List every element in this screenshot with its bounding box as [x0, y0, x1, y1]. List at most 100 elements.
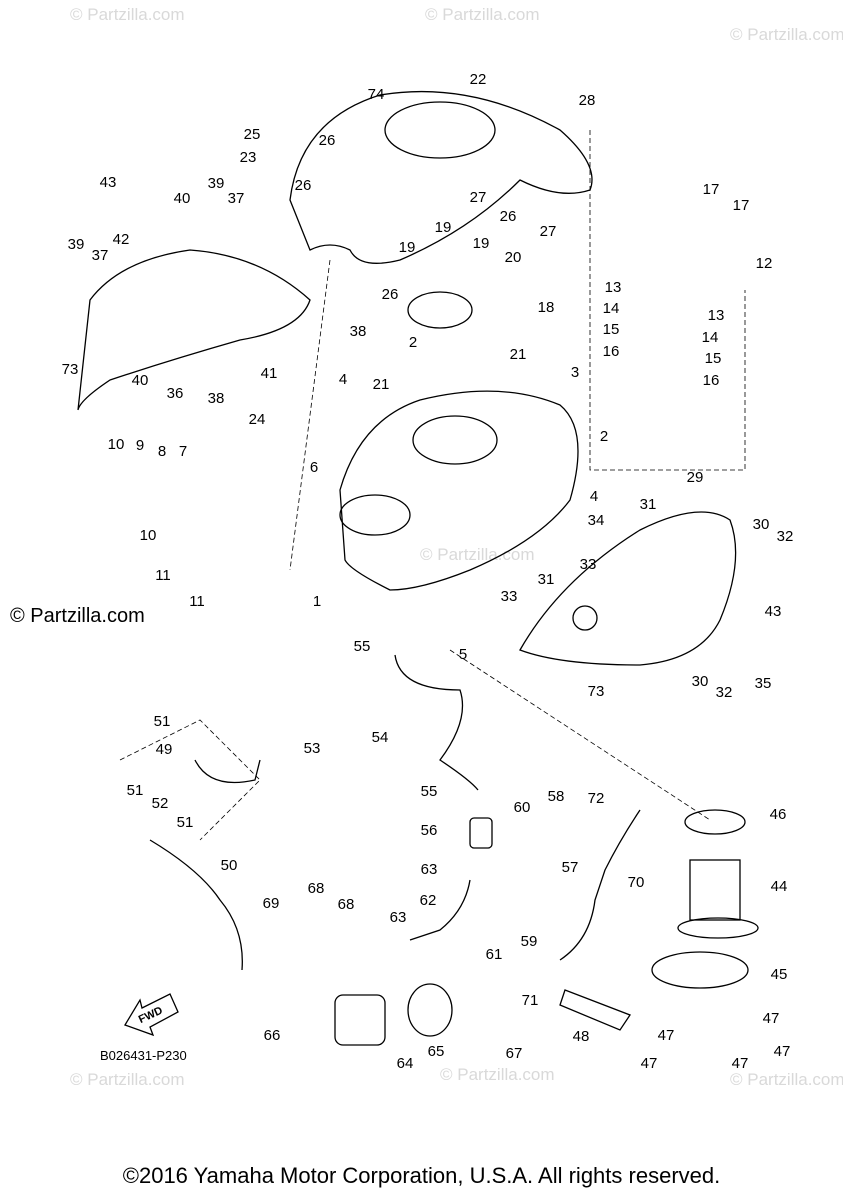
callout-51: 51: [127, 782, 144, 799]
callout-63: 63: [390, 909, 407, 926]
copyright-notice: ©2016 Yamaha Motor Corporation, U.S.A. A…: [122, 1163, 721, 1188]
callout-30: 30: [692, 673, 709, 690]
callout-29: 29: [687, 469, 704, 486]
callout-68: 68: [308, 880, 325, 897]
callout-14: 14: [603, 300, 620, 317]
callout-62: 62: [420, 892, 437, 909]
watermarks: © Partzilla.com © Partzilla.com © Partzill…: [10, 5, 843, 1089]
callout-35: 35: [755, 675, 772, 692]
callout-20: 20: [505, 249, 522, 266]
callout-72: 72: [588, 790, 605, 807]
callout-49: 49: [156, 741, 173, 758]
callout-13: 13: [708, 307, 725, 324]
callout-61: 61: [486, 946, 503, 963]
callout-56: 56: [421, 822, 438, 839]
callout-19: 19: [435, 219, 452, 236]
callout-40: 40: [132, 372, 149, 389]
callout-60: 60: [514, 799, 531, 816]
watermark: © Partzilla.com: [730, 25, 843, 44]
callout-66: 66: [264, 1027, 281, 1044]
part-drawings: [77, 90, 759, 1046]
callout-69: 69: [263, 895, 280, 912]
callout-27: 27: [540, 223, 557, 240]
callout-67: 67: [506, 1045, 523, 1062]
callout-58: 58: [548, 788, 565, 805]
callout-10: 10: [108, 436, 125, 453]
callout-12: 12: [756, 255, 773, 272]
callout-33: 33: [501, 588, 518, 605]
callout-6: 6: [310, 459, 318, 476]
callout-26: 26: [295, 177, 312, 194]
callout-55: 55: [354, 638, 371, 655]
callout-22: 22: [470, 71, 487, 88]
callout-39: 39: [208, 175, 225, 192]
callout-52: 52: [152, 795, 169, 812]
callout-25: 25: [244, 126, 261, 143]
callout-46: 46: [770, 806, 787, 823]
fwd-label: FWD: [137, 1005, 165, 1026]
callout-33: 33: [580, 556, 597, 573]
callout-17: 17: [703, 181, 720, 198]
callout-14: 14: [702, 329, 719, 346]
forward-arrow-icon: FWD: [124, 993, 179, 1037]
callout-31: 31: [538, 571, 555, 588]
callout-65: 65: [428, 1043, 445, 1060]
callout-51: 51: [177, 814, 194, 831]
callout-47: 47: [774, 1043, 791, 1060]
callout-23: 23: [240, 149, 257, 166]
callout-26: 26: [500, 208, 517, 225]
callout-47: 47: [732, 1055, 749, 1072]
callout-10: 10: [140, 527, 157, 544]
callout-38: 38: [208, 390, 225, 407]
callout-39: 39: [68, 236, 85, 253]
watermark: © Partzilla.com: [70, 5, 185, 24]
callout-37: 37: [228, 190, 245, 207]
callout-44: 44: [771, 878, 788, 895]
callout-45: 45: [771, 966, 788, 983]
callout-11: 11: [155, 567, 171, 584]
callout-59: 59: [521, 933, 538, 950]
callout-73: 73: [62, 361, 79, 378]
callout-4: 4: [590, 488, 598, 505]
callout-31: 31: [640, 496, 657, 513]
callout-57: 57: [562, 859, 579, 876]
callout-27: 27: [470, 189, 487, 206]
callout-11: 11: [189, 593, 205, 610]
callout-26: 26: [382, 286, 399, 303]
callout-47: 47: [763, 1010, 780, 1027]
watermark: © Partzilla.com: [440, 1065, 555, 1084]
callout-16: 16: [603, 343, 620, 360]
callout-48: 48: [573, 1028, 590, 1045]
callout-24: 24: [249, 411, 266, 428]
callout-43: 43: [765, 603, 782, 620]
callout-4: 4: [339, 371, 347, 388]
callout-34: 34: [588, 512, 605, 529]
callout-42: 42: [113, 231, 130, 248]
callout-5: 5: [459, 646, 467, 663]
callout-32: 32: [716, 684, 733, 701]
watermark: © Partzilla.com: [420, 545, 535, 564]
callout-18: 18: [538, 299, 555, 316]
callout-47: 47: [658, 1027, 675, 1044]
callout-64: 64: [397, 1055, 414, 1072]
callout-68: 68: [338, 896, 355, 913]
callout-2: 2: [600, 428, 608, 445]
callout-71: 71: [522, 992, 539, 1009]
callout-19: 19: [473, 235, 490, 252]
watermark: © Partzilla.com: [425, 5, 540, 24]
callout-50: 50: [221, 857, 238, 874]
callout-2: 2: [409, 334, 417, 351]
callout-38: 38: [350, 323, 367, 340]
callout-30: 30: [753, 516, 770, 533]
callout-37: 37: [92, 247, 109, 264]
callout-17: 17: [733, 197, 750, 214]
callout-15: 15: [603, 321, 620, 338]
callout-7: 7: [179, 443, 187, 460]
callout-3: 3: [571, 364, 579, 381]
watermark: © Partzilla.com: [70, 1070, 185, 1089]
callout-1: 1: [313, 593, 321, 610]
callout-13: 13: [605, 279, 622, 296]
callout-73: 73: [588, 683, 605, 700]
